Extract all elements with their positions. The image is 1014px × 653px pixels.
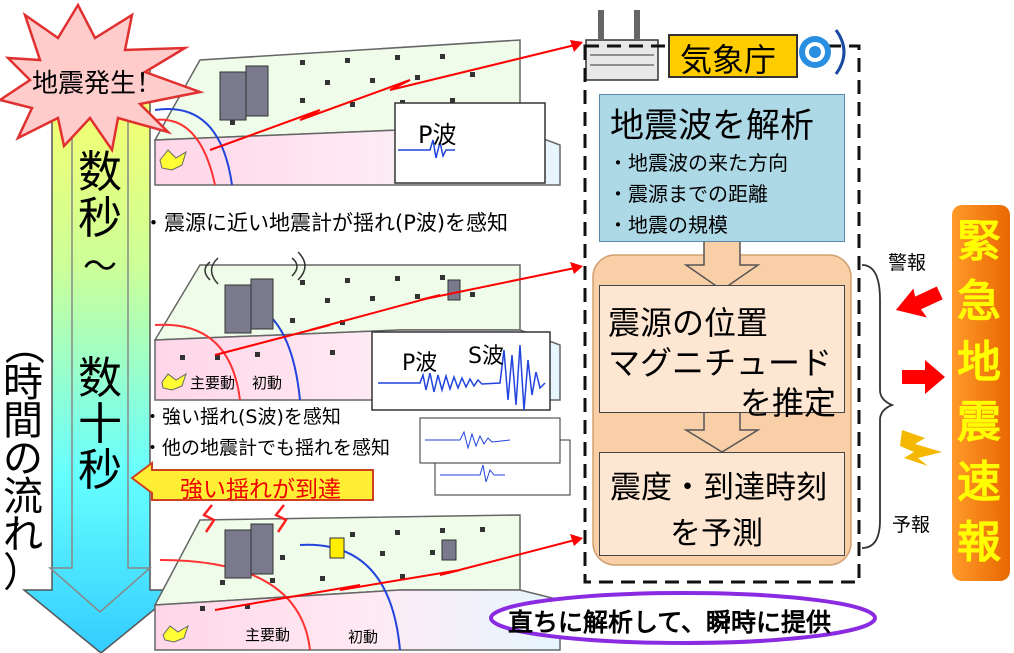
seismogram-stack-stage2 [371, 331, 571, 496]
highlighted-station [329, 537, 345, 559]
estimate-line2: マグニチュード [608, 344, 833, 382]
strong-arrival-label: 強い揺れが到達 [180, 477, 341, 503]
earthquake-burst [0, 2, 205, 154]
time-upper-label: 数 秒 ～ [78, 147, 122, 288]
forecast-label: 予報 [892, 514, 931, 536]
stage1-p-wave-label: P波 [418, 121, 457, 149]
jma-label-box [668, 34, 798, 78]
jma-label: 気象庁 [680, 41, 777, 79]
predict-line2: を予測 [670, 516, 763, 552]
eew-box [952, 205, 1010, 581]
stage1-caption: ・震源に近い地震計が揺れ(P波)を感知 [143, 211, 509, 235]
estimate-line3: を推定 [740, 384, 837, 422]
arrow-estimate-to-predict [683, 411, 761, 453]
predict-box [599, 452, 845, 556]
vibration-marks [204, 251, 306, 285]
analysis-item-direction: ・地震波の来た方向 [608, 151, 788, 175]
warning-label: 警報 [888, 252, 927, 274]
analysis-item-magnitude: ・地震の規模 [608, 213, 728, 237]
output-brace [861, 264, 895, 549]
estimate-box [599, 285, 845, 413]
stage2-caption-line1: ・強い揺れ(S波)を感知 [143, 406, 341, 428]
output-arrows [895, 286, 945, 466]
estimate-line1: 震源の位置 [608, 304, 769, 342]
transmission-lines [209, 44, 576, 611]
time-lower-label: 数 十 秒 [78, 353, 122, 497]
eew-label: 緊 急 地 震 速 報 [957, 216, 1001, 569]
stage2-initial-motion-label: 初動 [252, 374, 283, 392]
bottom-banner-shape [489, 591, 877, 645]
stage3-main-motion-label: 主要動 [245, 626, 291, 644]
analysis-panel [599, 94, 845, 242]
stage2-s-wave-label: S波 [468, 344, 504, 369]
jma-logo-icon [799, 29, 846, 75]
transmission-arrowheads [570, 40, 583, 546]
building-icons [219, 65, 461, 579]
strong-arrival-arrow [130, 461, 374, 501]
bottom-banner-label: 直ちに解析して、瞬時に提供 [508, 608, 832, 637]
stage2-main-motion-label: 主要動 [190, 374, 236, 392]
analysis-item-distance: ・震源までの距離 [608, 182, 768, 206]
time-flow-arrow [21, 59, 181, 653]
stage2-caption-line2: ・他の地震計でも揺れを感知 [143, 437, 391, 459]
analysis-title: 地震波を解析 [610, 106, 814, 146]
stage3-initial-motion-label: 初動 [348, 628, 379, 646]
seismometer-dots-stage2 [180, 275, 475, 360]
arrow-analysis-to-estimate [683, 239, 761, 291]
time-flow-label: （ 時 間 の 流 れ ） [0, 325, 46, 596]
stage2-p-wave-label: P波 [402, 351, 438, 376]
seismogram-p-wave-stage1 [394, 102, 546, 184]
predict-line1: 震度・到達時刻 [610, 470, 827, 506]
shake-marks [202, 504, 288, 533]
burst-label: 地震発生！ [32, 69, 163, 99]
